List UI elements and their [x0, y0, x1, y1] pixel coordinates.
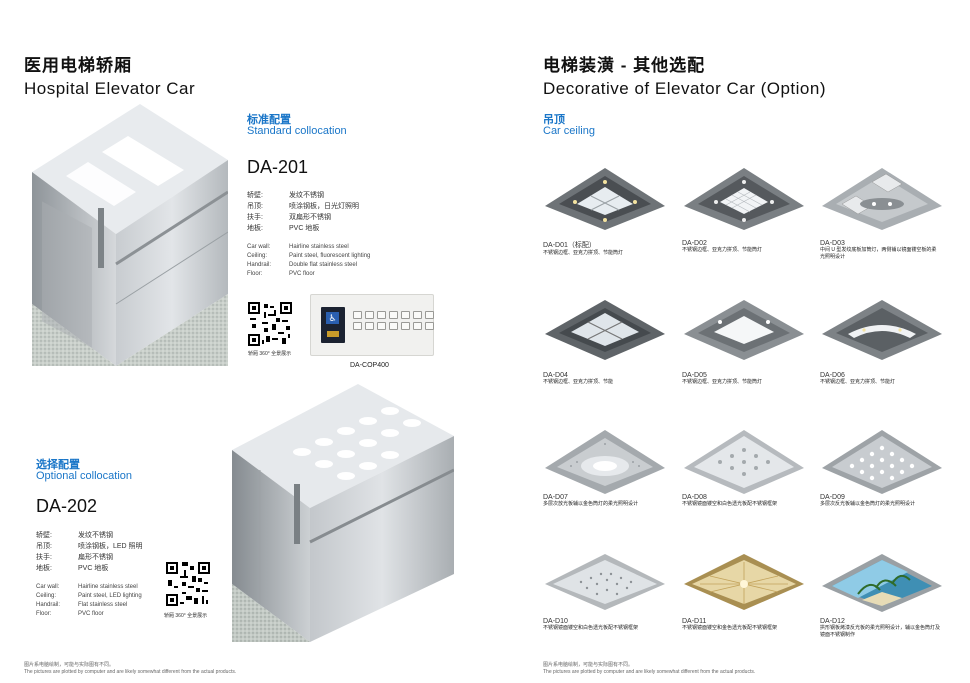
- cop-button[interactable]: [401, 322, 410, 330]
- cop-button[interactable]: [389, 322, 398, 330]
- cop-button[interactable]: [353, 311, 362, 319]
- cop-button[interactable]: [413, 322, 422, 330]
- cop-button[interactable]: [365, 311, 374, 319]
- qr-caption-da201: 轿厢 360° 全景展示: [248, 351, 292, 357]
- standard-heading-en: Standard collocation: [247, 125, 347, 137]
- model-da202: DA-202: [36, 496, 98, 516]
- elevator-car-da201-image: [32, 104, 228, 366]
- cop-button[interactable]: [425, 311, 434, 319]
- ceiling-item-d06: DA-D06 不锈钢边框、亚克力拼顶、节能灯: [820, 372, 896, 385]
- cop-button[interactable]: [413, 311, 422, 319]
- standard-heading-cn: 标准配置: [247, 114, 291, 126]
- cop-button[interactable]: [377, 322, 386, 330]
- left-title-en: Hospital Elevator Car: [24, 79, 196, 98]
- optional-specs-en: Car wall:Hairline stainless steel Ceilin…: [36, 584, 142, 617]
- ceiling-item-d11: DA-D11 不锈钢镜面镂空和金色透光板配不锈钢框架: [682, 618, 778, 631]
- right-title-en: Decorative of Elevator Car (Option): [543, 79, 826, 98]
- model-da201: DA-201: [247, 157, 309, 177]
- ceiling-item-d01: DA-D01（标配） 不锈钢边框、亚克力拼顶、节能筒灯: [543, 242, 624, 256]
- left-title-cn: 医用电梯轿厢: [24, 56, 132, 75]
- elevator-car-da202-image: [232, 384, 454, 642]
- ceiling-item-d02: DA-D02 不锈钢边框、亚克力拼顶、节能筒灯: [682, 240, 763, 253]
- ceiling-da-d05-image: [684, 300, 804, 360]
- cop-label: DA-COP400: [350, 362, 389, 369]
- ceiling-da-d03-image: [822, 168, 942, 230]
- ceiling-item-d10: DA-D10 不锈钢镜面镂空和白色透光板配不锈钢框架: [543, 618, 639, 631]
- ceiling-heading-cn: 吊顶: [543, 114, 565, 126]
- cop-button[interactable]: [377, 311, 386, 319]
- ceiling-item-d09: DA-D09 多层次反光板辅以金色筒灯的柔光照明设计: [820, 494, 916, 507]
- ceiling-da-d10-image: [545, 554, 665, 610]
- left-footnote: 图片系电脑绘制，可能与实际图有不同。 The pictures are plot…: [24, 662, 237, 675]
- cop-button[interactable]: [401, 311, 410, 319]
- ceiling-item-d04: DA-D04 不锈钢边框、亚克力拼顶、节能: [543, 372, 614, 385]
- ceiling-item-d07: DA-D07 多层次放光板辅以金色筒灯的柔光照明设计: [543, 494, 639, 507]
- cop-button-grid: [353, 311, 434, 330]
- cop-button[interactable]: [389, 311, 398, 319]
- ceiling-da-d04-image: [545, 300, 665, 360]
- cop-display-indicator: [327, 331, 339, 337]
- qr-code-da201[interactable]: [248, 302, 292, 346]
- ceiling-da-d07-image: [545, 430, 665, 494]
- right-footnote: 图片系电脑绘制，可能与实际图有不同。 The pictures are plot…: [543, 662, 756, 675]
- ceiling-item-d08: DA-D08 不锈钢镜面镂空和白色透光板配不锈钢框架: [682, 494, 778, 507]
- accessibility-icon: ♿: [326, 312, 339, 324]
- optional-heading-en: Optional collocation: [36, 470, 133, 482]
- ceiling-da-d02-image: [684, 168, 804, 230]
- standard-specs-en: Car wall:Hairline stainless steel Ceilin…: [247, 244, 371, 277]
- qr-caption-da202: 轿厢 360° 全景展示: [164, 613, 208, 619]
- qr-code-da202[interactable]: [166, 562, 210, 606]
- ceiling-da-d08-image: [684, 430, 804, 494]
- ceiling-item-d12: DA-D12 拱形钢板烤漆反光板的柔光照明设计，辅以金色筒灯及镜面不锈钢制作: [820, 618, 941, 638]
- cop-display: ♿: [321, 307, 345, 343]
- ceiling-item-d03: DA-D03 中间 U 型发纹底板加筒灯，两侧铺以镜面镂空板的柔光照明设计: [820, 240, 937, 260]
- ceiling-da-d09-image: [822, 430, 942, 494]
- ceiling-da-d01-image: [545, 168, 665, 230]
- cop-panel: ♿: [310, 294, 434, 356]
- ceiling-item-d05: DA-D05 不锈钢边框、亚克力拼顶、节能筒灯: [682, 372, 763, 385]
- optional-specs-cn: 轿壁:发纹不锈钢 吊顶:喷涂钢板，LED 照明 扶手:扁形不锈钢 地板:PVC …: [36, 532, 143, 572]
- cop-button[interactable]: [353, 322, 362, 330]
- ceiling-da-d12-image: [822, 554, 942, 612]
- ceiling-da-d11-image: [684, 554, 804, 610]
- cop-button[interactable]: [425, 322, 434, 330]
- cop-button[interactable]: [365, 322, 374, 330]
- standard-specs-cn: 轿壁:发纹不锈钢 吊顶:喷涂钢板，日光灯照明 扶手:双扁形不锈钢 地板:PVC …: [247, 192, 359, 232]
- right-title-cn: 电梯装潢 - 其他选配: [543, 56, 706, 75]
- optional-heading-cn: 选择配置: [36, 459, 80, 471]
- ceiling-heading-en: Car ceiling: [543, 125, 595, 137]
- ceiling-da-d06-image: [822, 300, 942, 360]
